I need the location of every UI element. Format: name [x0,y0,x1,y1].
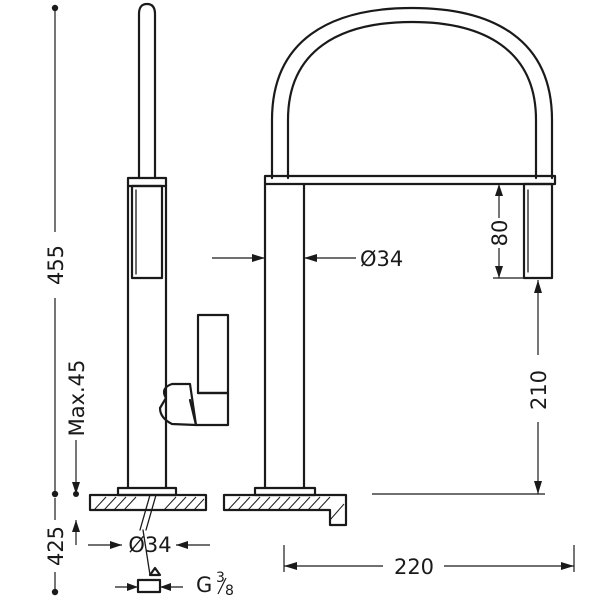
total-height-label: 455 [44,245,68,285]
side-hose-line-a [139,494,151,531]
body-diameter-label: Ø34 [360,247,403,271]
connection-fraction-bar [217,577,227,595]
faucet-front-view: Ø34 80 210 220 [212,6,575,579]
arrow-body-right [304,254,317,262]
arrow-210-up [534,280,542,293]
side-connector-nut [148,566,162,577]
connection-fraction-den: 8 [225,583,234,599]
arrow-220-right [561,562,574,570]
side-lever-hub [158,382,198,427]
base-diameter-label: Ø34 [128,533,171,557]
arrow-80-up [495,184,503,196]
arrow-base-right [176,541,188,549]
dim-dot-bottom [51,588,59,596]
side-lever-handle [196,313,230,395]
arrow-80-down [495,266,503,278]
front-arch-outer [270,6,554,180]
front-arch-inner [286,20,538,180]
dim-dot-counter [51,490,59,498]
spray-head-label: 80 [488,220,512,247]
front-counter-hatching [227,496,345,521]
dim-dot-max45 [73,491,79,497]
arrow-g-right [160,583,171,591]
arrow-max45-down [72,482,80,494]
side-spray-head [130,184,164,280]
connection-fraction-num: 3 [216,570,225,586]
below-counter-label: 425 [44,526,68,566]
front-top-rail [263,174,557,186]
faucet-side-view: Ø34 G 3 8 [88,2,234,599]
arrow-base-left [110,541,122,549]
dim-dot-top [51,4,59,12]
front-counter-section [222,493,348,527]
arrow-210-down [534,481,542,494]
front-spray-head [522,182,554,280]
side-collar [126,176,168,188]
connection-label: G [196,573,212,597]
arrow-220-left [284,562,297,570]
spout-reach-label: 220 [394,555,434,579]
label-80-bg [489,218,509,248]
side-connector-body [136,578,162,594]
arrow-max45-up [72,520,80,532]
side-hose-line-c [142,529,151,576]
arrow-g-left [127,583,138,591]
max-counter-label: Max.45 [65,360,89,437]
side-spout-rod [137,2,157,180]
side-counter-hatching [93,496,205,511]
spout-clearance-label: 210 [527,370,551,410]
side-hose-line-b [145,494,157,531]
side-counter-section [88,493,208,512]
left-dimension-chain: 455 425 Max.45 [44,4,89,596]
arrow-body-left [252,254,265,262]
